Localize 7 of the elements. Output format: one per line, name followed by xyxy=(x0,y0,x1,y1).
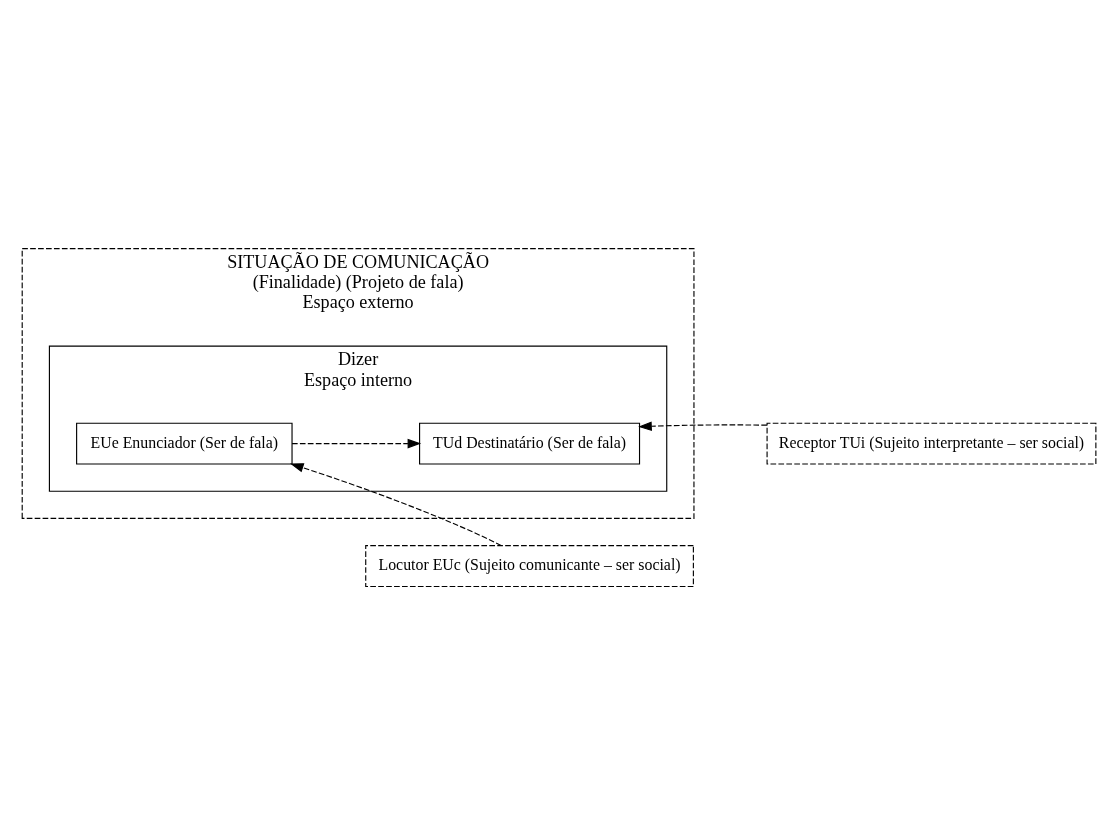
node-box: EUe Enunciador (Ser de fala) xyxy=(76,422,293,465)
arrow xyxy=(638,421,768,431)
node-box: Receptor TUi (Sujeito interpretante – ser social) xyxy=(766,422,1097,465)
node-box: Locutor EUc (Sujeito comunicante – ser social) xyxy=(365,544,694,587)
arrow xyxy=(290,462,502,546)
arrow xyxy=(291,438,422,448)
node-box: TUd Destinatário (Ser de fala) xyxy=(419,422,641,465)
